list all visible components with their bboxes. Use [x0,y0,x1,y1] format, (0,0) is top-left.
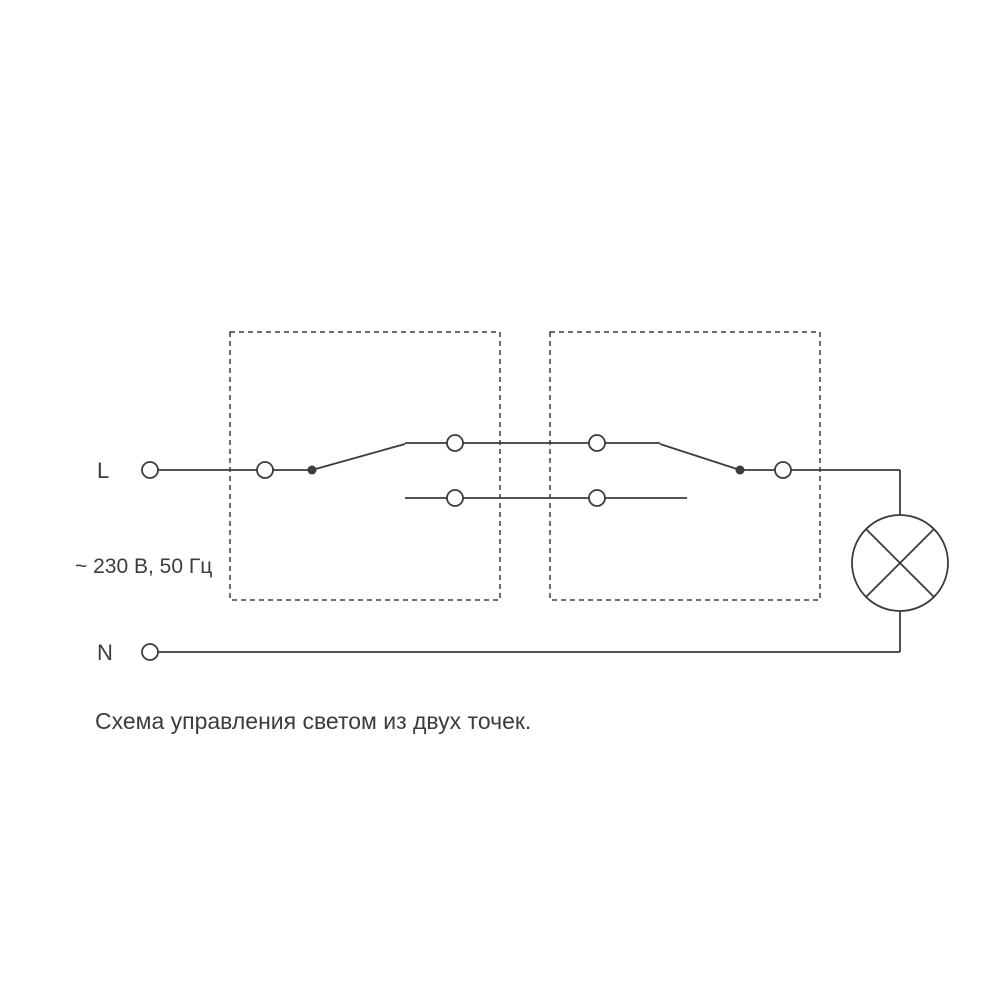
terminal-l [141,461,159,479]
terminal-left-traveler-top [446,434,464,452]
voltage-label: ~ 230 В, 50 Гц [75,555,212,578]
neutral-label: N [97,640,113,665]
phase-wire [158,442,901,515]
terminal-n [141,643,159,661]
switch-box-left-outline [229,331,501,601]
lamp-icon [851,514,949,612]
switch-blade-right [659,443,741,471]
terminal-right-traveler-top [588,434,606,452]
switch-blade-left [311,443,406,471]
phase-label: L [97,458,109,483]
terminal-left-switch-input [256,461,274,479]
terminal-right-switch-output [774,461,792,479]
lamp-cross-line-2 [865,528,935,598]
pivot-dot-right-switch [735,465,745,475]
pivot-dot-left-switch [307,465,317,475]
diagram-caption: Схема управления светом из двух точек. [95,708,531,734]
terminal-right-traveler-bottom [588,489,606,507]
neutral-wire [158,611,901,653]
terminal-left-traveler-bottom [446,489,464,507]
switch-box-right-outline [549,331,821,601]
